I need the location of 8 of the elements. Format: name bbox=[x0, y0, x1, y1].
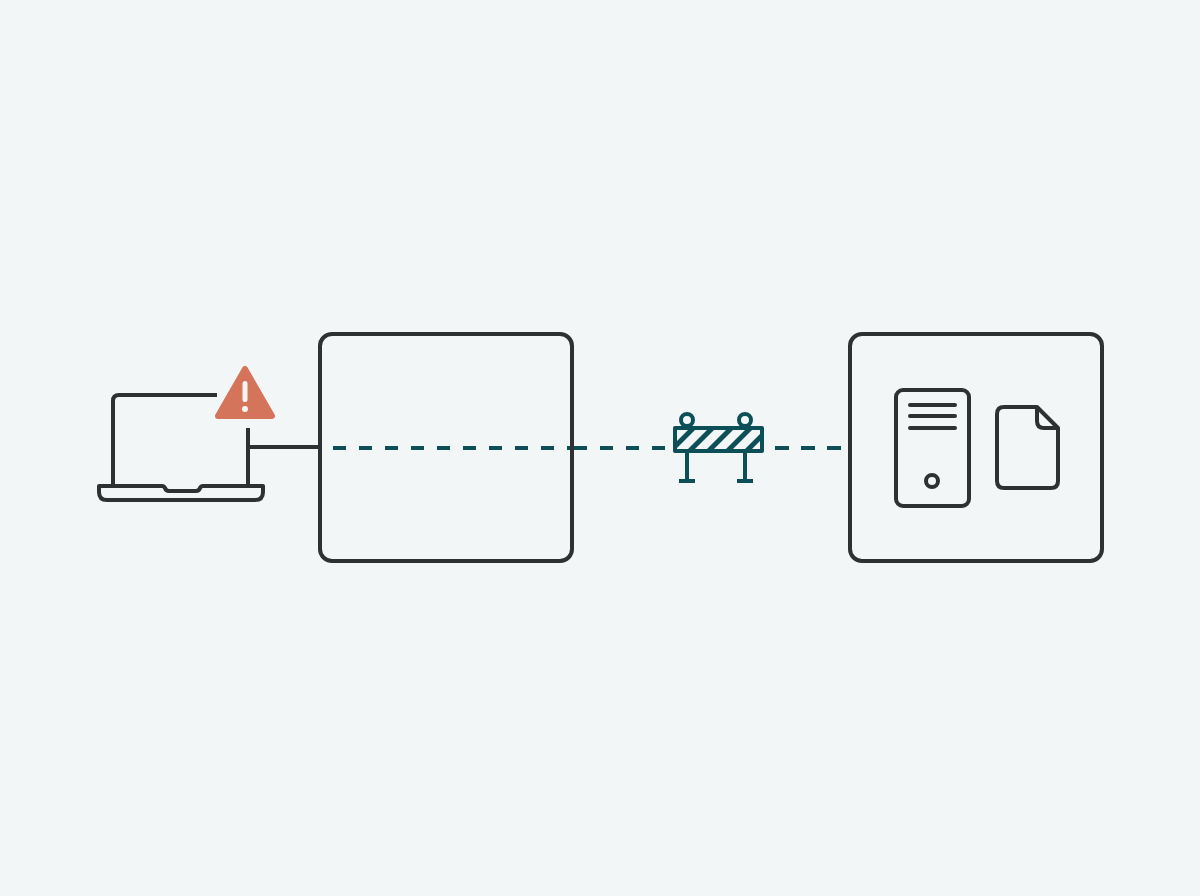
warning-icon bbox=[214, 365, 276, 421]
barrier-icon bbox=[672, 410, 765, 485]
connector-line bbox=[248, 445, 318, 449]
container-box bbox=[848, 332, 1104, 563]
server-icon bbox=[894, 388, 971, 508]
laptop-icon bbox=[96, 392, 266, 503]
document-icon bbox=[995, 405, 1060, 490]
empty-box bbox=[318, 332, 574, 563]
